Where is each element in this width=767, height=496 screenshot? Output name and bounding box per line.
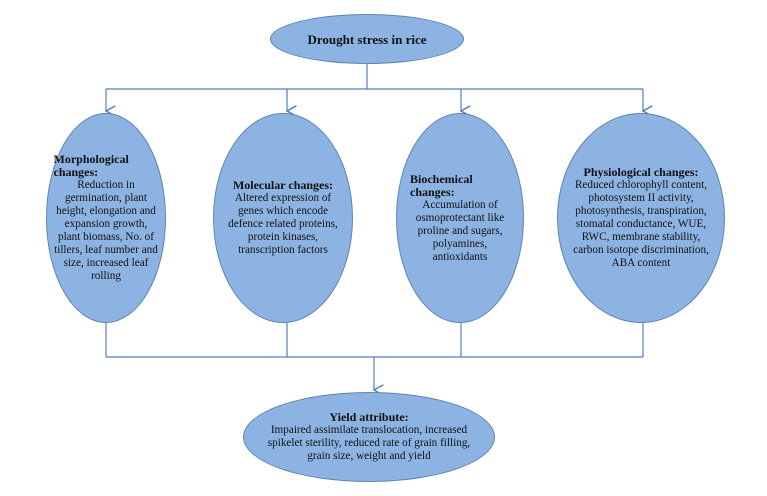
molecular-node: Molecular changes: Altered expression of… bbox=[213, 113, 353, 323]
node-title: Physiological changes: bbox=[583, 165, 699, 179]
node-text: Accumulation of osmoprotectant like prol… bbox=[415, 198, 505, 263]
node-title: Molecular changes: bbox=[232, 178, 334, 192]
biochemical-node: Biochemical changes: Accumulation of osm… bbox=[396, 113, 524, 323]
root-label: Drought stress in rice bbox=[307, 31, 427, 47]
morphological-node: Morphological changes: Reduction in germ… bbox=[46, 113, 166, 323]
yield-text: Impaired assimilate translocation, incre… bbox=[267, 424, 471, 462]
node-title: Biochemical changes: bbox=[410, 171, 473, 199]
physiological-node: Physiological changes: Reduced chlorophy… bbox=[557, 113, 725, 323]
node-text: Reduced chlorophyll content, photosystem… bbox=[573, 179, 709, 269]
yield-node: Yield attribute: Impaired assimilate tra… bbox=[243, 392, 495, 482]
yield-title: Yield attribute: bbox=[329, 410, 409, 424]
node-title: Morphological changes: bbox=[53, 152, 129, 179]
node-text: Altered expression of genes which encode… bbox=[228, 192, 338, 256]
node-text: Reduction in germination, plant height, … bbox=[54, 179, 158, 282]
root-node: Drought stress in rice bbox=[270, 14, 464, 64]
